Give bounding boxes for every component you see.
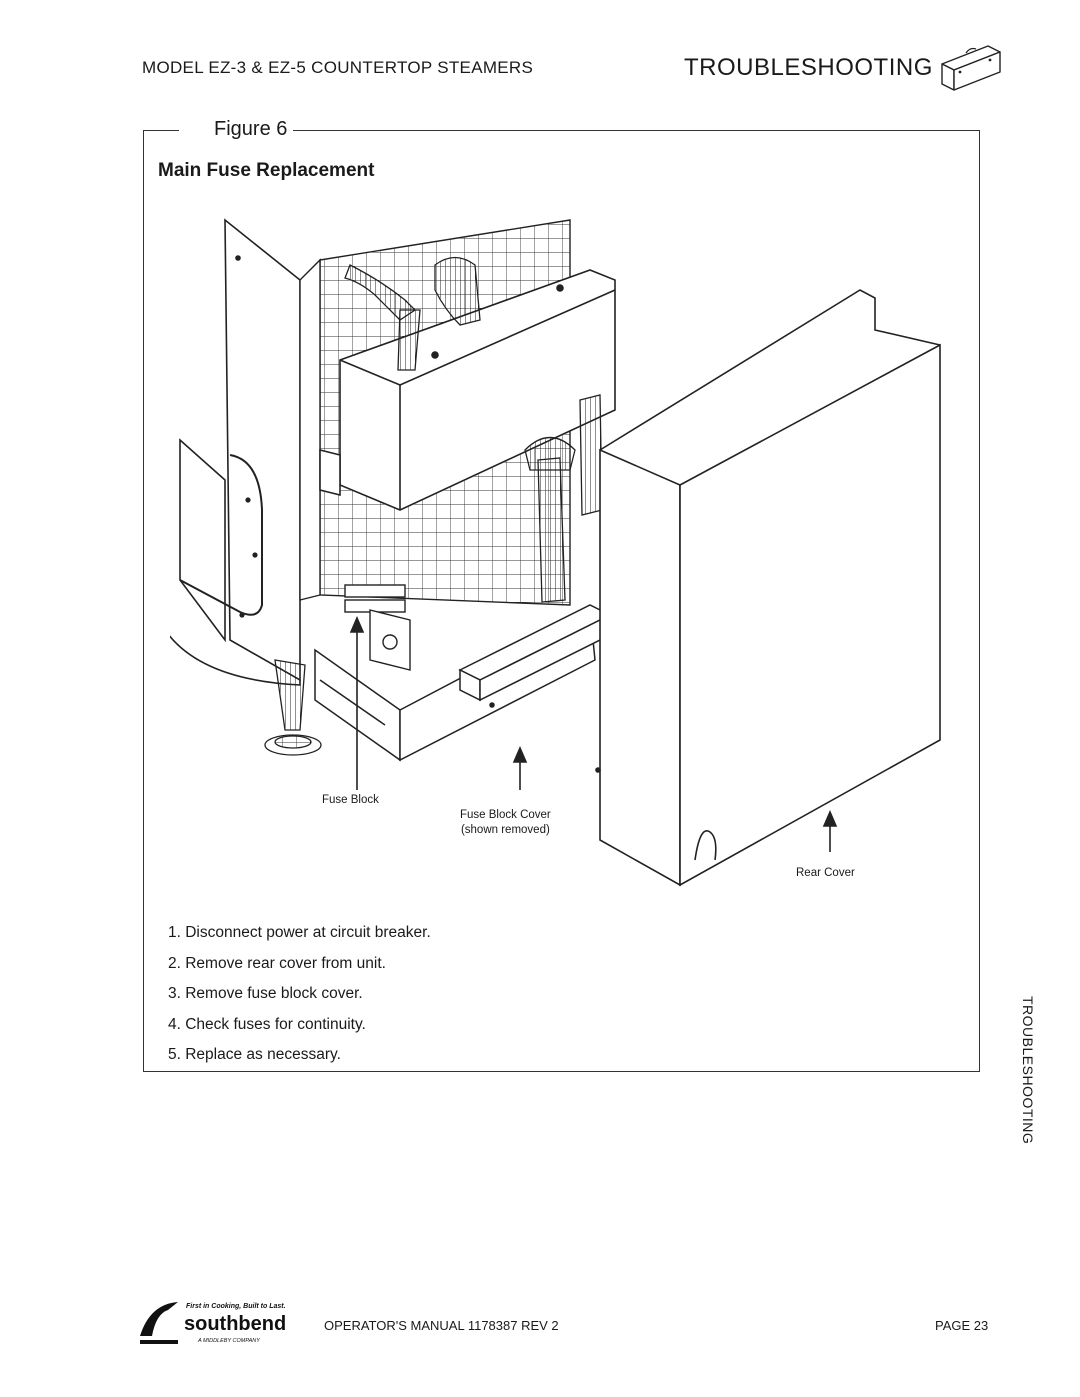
figure-title: Main Fuse Replacement <box>158 160 375 181</box>
step-item: 3. Remove fuse block cover. <box>168 985 363 1002</box>
leg <box>264 659 322 756</box>
callout-fuse-block-cover-line2: (shown removed) <box>460 824 550 836</box>
figure-label: Figure 6 <box>208 118 294 141</box>
fuse-block <box>344 584 411 671</box>
rear-cover <box>595 289 941 887</box>
callout-fuse-block: Fuse Block <box>322 794 379 806</box>
callout-rear-cover: Rear Cover <box>796 867 855 879</box>
callout-fuse-block-cover: Fuse Block Cover (shown removed) <box>460 808 551 838</box>
frame-top-right <box>290 130 980 131</box>
side-section-tab: TROUBLESHOOTING <box>1020 996 1036 1145</box>
procedure-steps: 1. Disconnect power at circuit breaker. … <box>168 918 431 1071</box>
steamer-rear-illustration <box>170 218 941 887</box>
step-item: 1. Disconnect power at circuit breaker. <box>168 924 431 941</box>
svg-text:southbend: southbend <box>184 1313 286 1335</box>
conduits <box>344 256 603 603</box>
toolbox-icon <box>941 45 1001 91</box>
figure-frame <box>143 130 980 1072</box>
step-item: 4. Check fuses for continuity. <box>168 1015 366 1033</box>
svg-text:First in Cooking, Built to Las: First in Cooking, Built to Last. <box>186 1303 286 1310</box>
control-box <box>319 269 616 511</box>
footer-page-number: PAGE 23 <box>935 1318 989 1333</box>
callout-arrows <box>349 615 838 852</box>
callout-fuse-block-cover-line1: Fuse Block Cover <box>460 809 551 821</box>
header-model-title: MODEL EZ-3 & EZ-5 COUNTERTOP STEAMERS <box>142 58 534 77</box>
frame-top-left <box>143 130 179 131</box>
svg-text:A MIDDLEBY COMPANY: A MIDDLEBY COMPANY <box>197 1338 260 1344</box>
footer-manual: OPERATOR'S MANUAL 1178387 REV 2 <box>324 1318 559 1333</box>
steamer-body <box>170 218 301 686</box>
header-section-title: TROUBLESHOOTING <box>684 54 933 81</box>
step-item: 2. Remove rear cover from unit. <box>168 954 386 972</box>
southbend-logo: First in Cooking, Built to Last. southbe… <box>140 1302 286 1344</box>
step-item: 5. Replace as necessary. <box>168 1046 341 1063</box>
